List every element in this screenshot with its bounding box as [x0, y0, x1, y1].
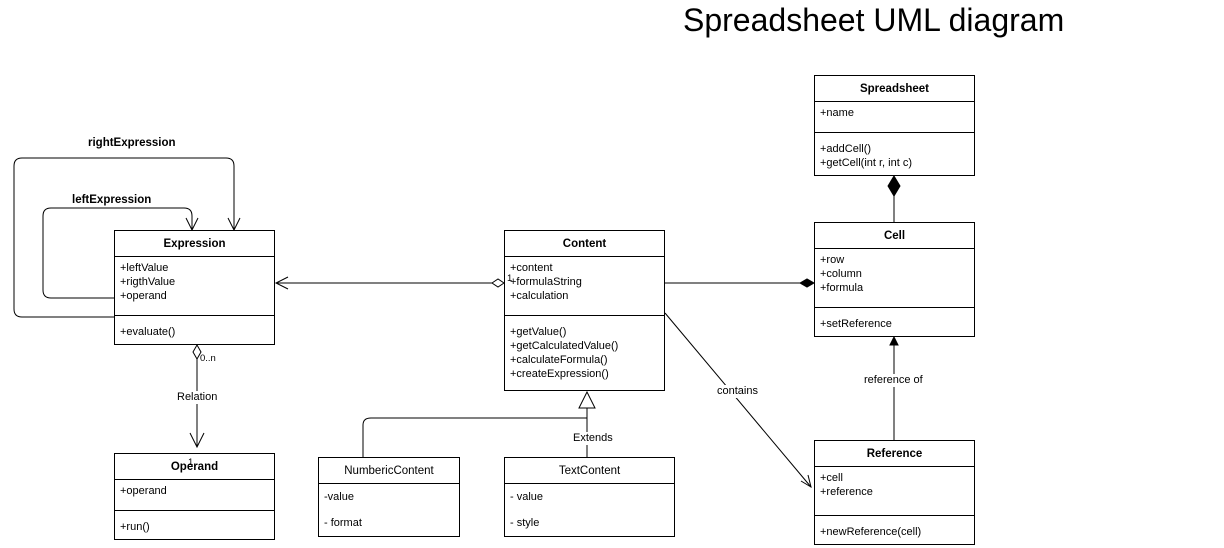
multiplicity-1-operand: 1: [188, 457, 194, 468]
multiplicity-1-content: 1: [507, 273, 513, 284]
class-spreadsheet[interactable]: Spreadsheet +name +addCell() +getCell(in…: [814, 75, 975, 176]
method: +newReference(cell): [820, 526, 922, 538]
spreadsheet-cell-composition-diamond: [887, 175, 901, 197]
attribute: - format: [324, 517, 362, 529]
attributes-section: +operand: [115, 480, 274, 510]
class-text-content[interactable]: TextContent - value - style: [504, 457, 675, 537]
attributes-section: +leftValue +rigthValue +operand: [115, 257, 274, 315]
method: +evaluate(): [120, 326, 176, 338]
attributes-section: +cell +reference: [815, 467, 974, 515]
relation-arrowhead: [189, 432, 205, 449]
method: +createExpression(): [510, 368, 609, 380]
contains-link: [664, 312, 812, 488]
attribute: +formula: [820, 282, 864, 294]
attributes-section: +name: [815, 102, 974, 132]
method: +addCell(): [820, 143, 872, 155]
attribute: +content: [510, 262, 553, 274]
reference-of-label: reference of: [864, 374, 923, 387]
attribute: +formulaString: [510, 276, 582, 288]
methods-section: +newReference(cell): [815, 515, 974, 543]
content-cell-composition-diamond: [798, 278, 816, 288]
attributes-section: +row +column +formula: [815, 249, 974, 307]
methods-section: +setReference: [815, 307, 974, 335]
class-name: Spreadsheet: [815, 76, 974, 102]
method: +getCalculatedValue(): [510, 340, 619, 352]
attribute: - value: [510, 491, 544, 503]
methods-section: +run(): [115, 510, 274, 538]
content-expression-aggregation-diamond: [491, 278, 505, 288]
extends-label: Extends: [573, 432, 613, 445]
class-reference[interactable]: Reference +cell +reference +newReference…: [814, 440, 975, 545]
methods-section: +getValue() +getCalculatedValue() +calcu…: [505, 315, 664, 385]
reference-cell-arrowhead: [889, 335, 899, 346]
class-numberic-content[interactable]: NumbericContent -value - format: [318, 457, 460, 537]
attributes-section: -value - format: [319, 484, 459, 540]
attribute: +rigthValue: [120, 276, 176, 288]
attribute: +column: [820, 268, 862, 280]
page-title: Spreadsheet UML diagram: [683, 2, 1065, 38]
methods-section: +addCell() +getCell(int r, int c): [815, 132, 974, 174]
content-expression-arrowhead: [274, 276, 289, 290]
class-name: Cell: [815, 223, 974, 249]
class-name: NumbericContent: [319, 458, 459, 484]
attribute: - style: [510, 517, 540, 529]
method: +setReference: [820, 318, 892, 330]
left-expression-label: leftExpression: [72, 194, 152, 206]
class-name: Operand: [115, 454, 274, 480]
left-expression-loop: [42, 207, 193, 299]
right-expression-label: rightExpression: [88, 137, 176, 149]
contains-label: contains: [717, 385, 758, 398]
method: +run(): [120, 521, 150, 533]
attribute: +reference: [820, 486, 873, 498]
attributes-section: +content +formulaString +calculation: [505, 257, 664, 315]
method: +calculateFormula(): [510, 354, 608, 366]
class-name: Content: [505, 231, 664, 257]
attribute: -value: [324, 491, 354, 503]
right-expression-loop: [13, 157, 235, 318]
class-expression[interactable]: Expression +leftValue +rigthValue +opera…: [114, 230, 275, 345]
contains-arrowhead: [800, 474, 812, 489]
attribute: +operand: [120, 290, 167, 302]
generalization-triangle: [578, 390, 596, 409]
attribute: +name: [820, 107, 854, 119]
class-content[interactable]: Content +content +formulaString +calcula…: [504, 230, 665, 391]
methods-section: +evaluate(): [115, 315, 274, 343]
attributes-section: - value - style: [505, 484, 674, 540]
class-cell[interactable]: Cell +row +column +formula +setReference: [814, 222, 975, 337]
class-name: TextContent: [505, 458, 674, 484]
attribute: +leftValue: [120, 262, 169, 274]
multiplicity-0n: 0..n: [200, 353, 216, 364]
attribute: +row: [820, 254, 845, 266]
numberic-content-extends-link: [362, 417, 587, 457]
attribute: +cell: [820, 472, 843, 484]
class-name: Reference: [815, 441, 974, 467]
attribute: +operand: [120, 485, 167, 497]
class-operand[interactable]: Operand +operand +run(): [114, 453, 275, 540]
relation-label: Relation: [177, 391, 218, 404]
method: +getCell(int r, int c): [820, 157, 913, 169]
method: +getValue(): [510, 326, 567, 338]
class-name: Expression: [115, 231, 274, 257]
attribute: +calculation: [510, 290, 569, 302]
